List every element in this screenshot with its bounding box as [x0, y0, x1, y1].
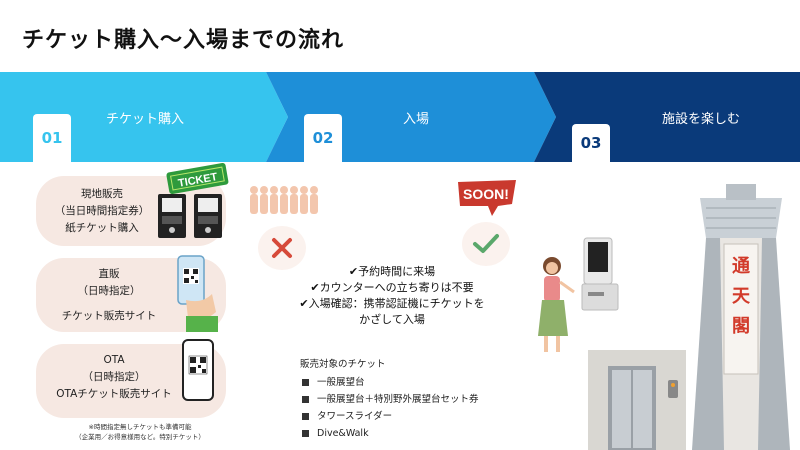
step-01-label: チケット購入	[106, 112, 185, 127]
tower-sign-char-1: 通	[732, 256, 750, 277]
page-title: チケット購入〜入場までの流れ	[22, 28, 345, 53]
note-line-1: ※時間指定無しチケットも準備可能	[88, 423, 192, 431]
ticket-type-label: 一般展望台＋特別野外展望台セット券	[317, 394, 479, 405]
ticket-types-heading: 販売対象のチケット	[300, 359, 386, 370]
ticket-types-list: 販売対象のチケット 一般展望台 一般展望台＋特別野外展望台セット券 タワースライ…	[300, 356, 479, 442]
bullet-square-icon	[302, 413, 309, 420]
check-bubble	[462, 222, 510, 266]
cross-icon	[272, 238, 292, 258]
ticket-type-label: タワースライダー	[317, 411, 393, 422]
tower-sign: 通 天 閣	[724, 252, 758, 342]
tower-sign-char-3: 閣	[732, 316, 750, 337]
card-onsite-line-3: 紙チケット購入	[65, 222, 139, 234]
tsutenkaku-tower-illustration	[686, 178, 796, 450]
soon-text: SOON!	[463, 186, 509, 202]
elevator-illustration	[588, 350, 692, 450]
ticket-type-label: 一般展望台	[317, 377, 365, 388]
queue-people-icon	[250, 186, 318, 214]
step-03-number: 03	[572, 124, 610, 162]
card-onsite-text: 現地販売 （当日時間指定券） 紙チケット購入	[54, 186, 150, 237]
entry-points-list: ✔予約時間に来場 ✔カウンターへの立ち寄りは不要 ✔入場確認：携帯認証機にチケッ…	[287, 264, 497, 328]
card-direct-line-3: チケット販売サイト	[61, 310, 157, 322]
card-ota-sales: OTA （日時指定） OTAチケット販売サイト	[36, 344, 226, 418]
ticket-type-item: Dive&Walk	[300, 425, 479, 442]
card-direct-line-1: 直販	[98, 268, 120, 280]
ticket-type-item: 一般展望台＋特別野外展望台セット券	[300, 391, 479, 408]
ticket-machine-icon: TICKET	[158, 162, 229, 238]
entry-point-4: かざして入場	[359, 313, 425, 326]
card-ota-line-2: （日時指定）	[82, 371, 146, 383]
step-01-segment	[0, 72, 288, 162]
step-02-number: 02	[304, 114, 342, 162]
card-onsite-line-1: 現地販売	[81, 188, 123, 200]
card-ota-line-1: OTA	[103, 354, 125, 366]
card-ota-line-3: OTAチケット販売サイト	[56, 388, 172, 400]
ticket-note: ※時間指定無しチケットも準備可能 （企業用／お得意様用など。特別チケット）	[40, 422, 240, 442]
ticket-type-label: Dive&Walk	[317, 428, 369, 439]
smartphone-qr-icon	[182, 339, 214, 401]
steps-banner: チケット購入 入場 施設を楽しむ 01 02 03	[0, 72, 800, 162]
step-02-label: 入場	[403, 112, 430, 127]
bullet-square-icon	[302, 430, 309, 437]
step-03-label: 施設を楽しむ	[662, 112, 741, 127]
ticket-type-item: タワースライダー	[300, 408, 479, 425]
tower-sign-char-2: 天	[732, 286, 750, 307]
card-onsite-sales: 現地販売 （当日時間指定券） 紙チケット購入	[36, 176, 226, 246]
ticket-type-item: 一般展望台	[300, 374, 479, 391]
card-direct-text: 直販 （日時指定） チケット販売サイト	[54, 266, 164, 325]
step-01-number: 01	[33, 114, 71, 162]
entry-point-3: ✔入場確認：携帯認証機にチケットを	[299, 297, 485, 310]
check-icon	[473, 234, 499, 253]
card-direct-line-2: （日時指定）	[77, 285, 141, 297]
kiosk-terminal-icon	[581, 237, 619, 311]
phone-qr-icon	[177, 255, 218, 332]
entry-point-2: ✔カウンターへの立ち寄りは不要	[310, 281, 474, 294]
bullet-square-icon	[302, 396, 309, 403]
entry-point-1: ✔予約時間に来場	[348, 265, 436, 278]
card-onsite-line-2: （当日時間指定券）	[54, 205, 150, 217]
card-ota-text: OTA （日時指定） OTAチケット販売サイト	[44, 352, 184, 403]
bullet-square-icon	[302, 379, 309, 386]
soon-badge-icon: SOON!	[458, 180, 516, 216]
woman-illustration	[538, 257, 575, 352]
note-line-2: （企業用／お得意様用など。特別チケット）	[75, 433, 205, 441]
